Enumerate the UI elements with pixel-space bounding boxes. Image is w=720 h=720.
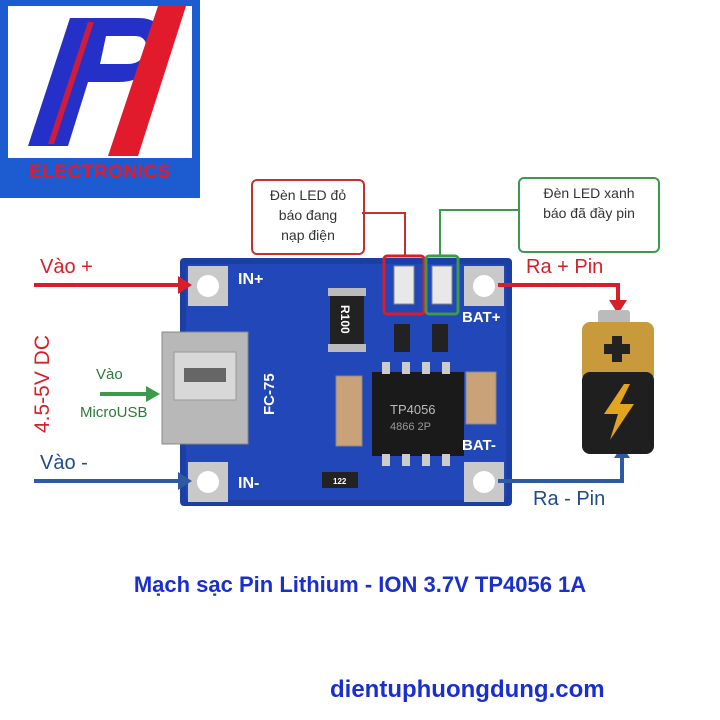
in-minus-label: IN- xyxy=(238,475,259,492)
resistor-r100 xyxy=(330,292,364,348)
bat-plus-arrow xyxy=(609,300,627,314)
ra-minus-pin-label: Ra - Pin xyxy=(533,488,606,510)
bat-minus-wire xyxy=(498,455,624,483)
green-led-line-2: báo đã đầy pin xyxy=(543,205,635,221)
chip-label-2: 4866 2P xyxy=(390,421,431,433)
red-led-line-2: báo đang xyxy=(278,207,338,223)
pad-bat-minus xyxy=(464,462,504,502)
vao-minus-label: Vào - xyxy=(40,452,88,474)
green-led xyxy=(431,265,453,305)
small-resistor-3 xyxy=(322,472,358,488)
ra-plus-pin-label: Ra + Pin xyxy=(526,256,604,278)
bat-plus-wire xyxy=(498,283,620,304)
red-led-highlight xyxy=(382,254,426,316)
capacitor-1 xyxy=(335,375,363,447)
green-led-highlight xyxy=(424,254,460,316)
pad-in-plus xyxy=(188,266,228,306)
fc75-label: FC-75 xyxy=(261,373,278,415)
small-resistor-2 xyxy=(432,324,448,352)
website-link[interactable]: dientuphuongdung.com xyxy=(330,676,605,703)
logo: ELECTRONICS xyxy=(0,0,200,198)
bat-minus-label: BAT- xyxy=(462,437,496,454)
caption: Mạch sạc Pin Lithium - ION 3.7V TP4056 1… xyxy=(133,572,587,597)
pd-monogram-icon xyxy=(28,6,186,156)
bat-plus-label: BAT+ xyxy=(462,309,501,326)
in-plus-label: IN+ xyxy=(238,271,263,288)
red-led-line-3: nạp điện xyxy=(281,227,335,243)
red-led xyxy=(393,265,415,305)
micro-usb-slot xyxy=(184,368,226,382)
small-resistor-1 xyxy=(394,324,410,352)
small-resistor-3-label: 122 xyxy=(333,477,347,486)
red-led-line-1: Đèn LED đỏ xyxy=(269,187,347,203)
vao-usb-label: Vào xyxy=(96,366,123,383)
pad-in-minus xyxy=(188,462,228,502)
tp4056-chip xyxy=(372,362,464,466)
red-led-callout: Đèn LED đỏ báo đang nạp điện xyxy=(251,179,365,255)
logo-text: ELECTRONICS xyxy=(29,162,171,183)
microusb-label: MicroUSB xyxy=(80,404,148,421)
capacitor-2 xyxy=(465,371,497,425)
resistor-label: R100 xyxy=(338,305,352,334)
pad-bat-plus xyxy=(464,266,504,306)
dc-voltage-label: 4.5-5V DC xyxy=(31,334,55,434)
red-callout-leader xyxy=(362,212,406,256)
logo-mark xyxy=(8,6,192,158)
chip-label-1: TP4056 xyxy=(390,402,436,417)
vin-minus-arrow xyxy=(178,472,192,490)
green-led-callout: Đèn LED xanh báo đã đầy pin xyxy=(518,177,660,253)
vin-plus-arrow xyxy=(178,276,192,294)
vao-plus-label: Vào + xyxy=(40,256,93,278)
green-led-line-1: Đèn LED xanh xyxy=(543,185,635,201)
usb-input-arrow xyxy=(146,386,160,402)
green-callout-leader xyxy=(439,209,518,256)
battery-icon xyxy=(582,310,654,454)
